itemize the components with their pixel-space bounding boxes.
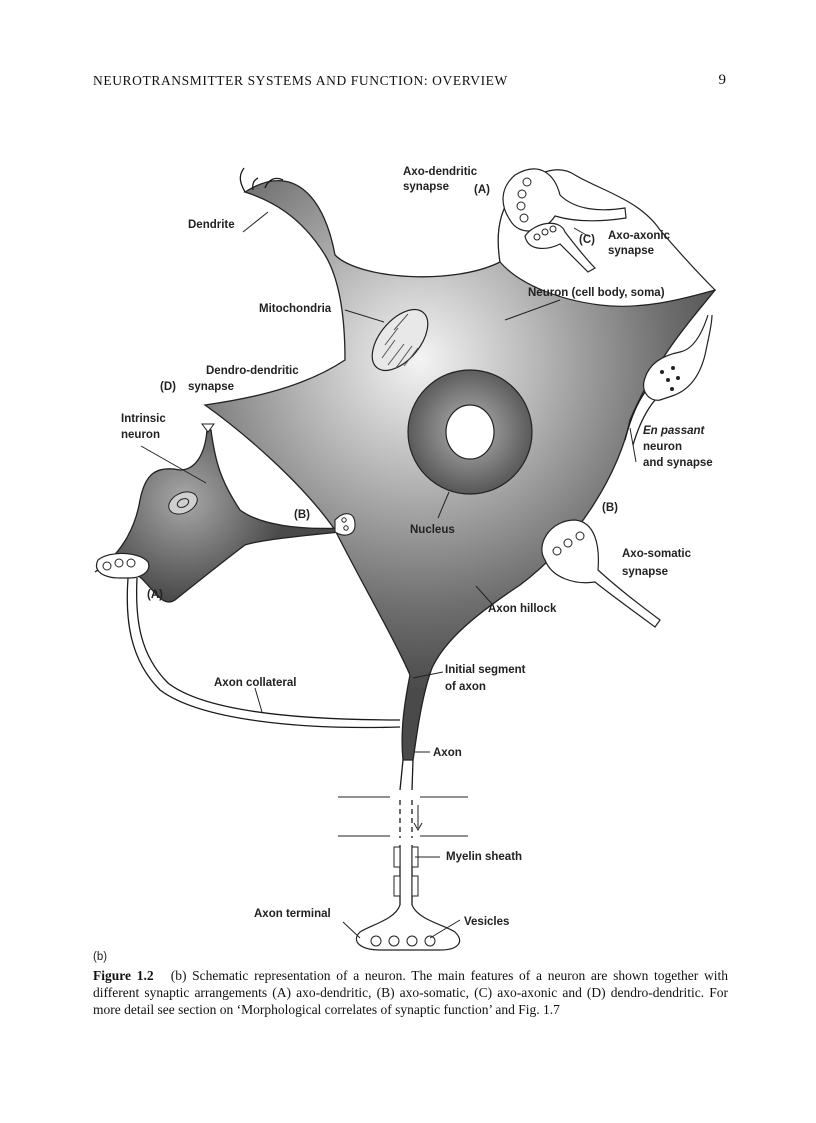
- running-head: NEUROTRANSMITTER SYSTEMS AND FUNCTION: O…: [93, 72, 727, 93]
- label-dendro-dendritic-synapse: synapse: [188, 381, 234, 393]
- label-vesicles: Vesicles: [464, 916, 509, 928]
- myelin-sheath: [393, 846, 419, 897]
- label-axon: Axon: [433, 747, 462, 759]
- axon-terminal: [355, 904, 461, 951]
- label-axon-hillock: Axon hillock: [488, 603, 557, 615]
- axon: [399, 759, 414, 905]
- label-axo-dendritic: Axo-dendritic: [403, 166, 478, 178]
- label-initial-segment-axon: of axon: [445, 681, 486, 693]
- conduction-arrow: [413, 805, 423, 832]
- marker-a-left: (A): [147, 589, 163, 601]
- label-en-passant: En passant: [643, 425, 706, 437]
- leader-lines: [140, 211, 637, 939]
- label-axo-somatic: Axo-somatic: [622, 548, 692, 560]
- label-dendrite: Dendrite: [188, 219, 235, 231]
- marker-d: (D): [160, 381, 176, 393]
- label-intrinsic-neuron: neuron: [121, 429, 160, 441]
- label-axo-axonic: Axo-axonic: [608, 230, 671, 242]
- running-title: NEUROTRANSMITTER SYSTEMS AND FUNCTION: O…: [93, 73, 508, 88]
- axo-dendritic-terminal: [502, 168, 627, 232]
- terminal-b-left: [334, 513, 356, 536]
- mitochondrion: [371, 308, 429, 372]
- label-axo-dendritic-synapse: synapse: [403, 181, 449, 193]
- marker-b-right: (B): [602, 502, 618, 514]
- caption-label: Figure 1.2: [93, 968, 154, 983]
- label-mitochondria: Mitochondria: [259, 303, 332, 315]
- intrinsic-neuron: [94, 423, 341, 603]
- figure-caption: Figure 1.2 (b) Schematic representation …: [93, 967, 728, 1018]
- axo-somatic-terminal: [541, 519, 661, 628]
- caption-text: (b) Schematic representation of a neuron…: [93, 968, 728, 1017]
- label-initial-segment: Initial segment: [445, 664, 526, 676]
- label-en-passant-neuron: neuron: [643, 441, 682, 453]
- marker-b-left: (B): [294, 509, 310, 521]
- label-axo-axonic-synapse: synapse: [608, 245, 654, 257]
- page-number: 9: [718, 72, 727, 88]
- label-en-passant-synapse: and synapse: [643, 457, 713, 469]
- label-intrinsic: Intrinsic: [121, 413, 166, 425]
- nucleus: [407, 369, 533, 495]
- axo-axonic-terminal: [524, 222, 596, 273]
- marker-c: (C): [579, 234, 595, 246]
- label-dendro-dendritic: Dendro-dendritic: [206, 365, 299, 377]
- label-nucleus: Nucleus: [410, 524, 455, 536]
- panel-label: (b): [93, 951, 107, 963]
- dendrite: [239, 167, 284, 193]
- label-myelin-sheath: Myelin sheath: [446, 851, 522, 863]
- terminal-a-left: [96, 552, 150, 579]
- label-neuron-body: Neuron (cell body, soma): [528, 287, 665, 299]
- en-passant-neuron: [624, 314, 713, 446]
- marker-a-top: (A): [474, 184, 490, 196]
- axon-collateral: [126, 577, 401, 729]
- label-axon-terminal: Axon terminal: [254, 908, 331, 920]
- label-axon-collateral: Axon collateral: [214, 677, 296, 689]
- label-axo-somatic-synapse: synapse: [622, 566, 668, 578]
